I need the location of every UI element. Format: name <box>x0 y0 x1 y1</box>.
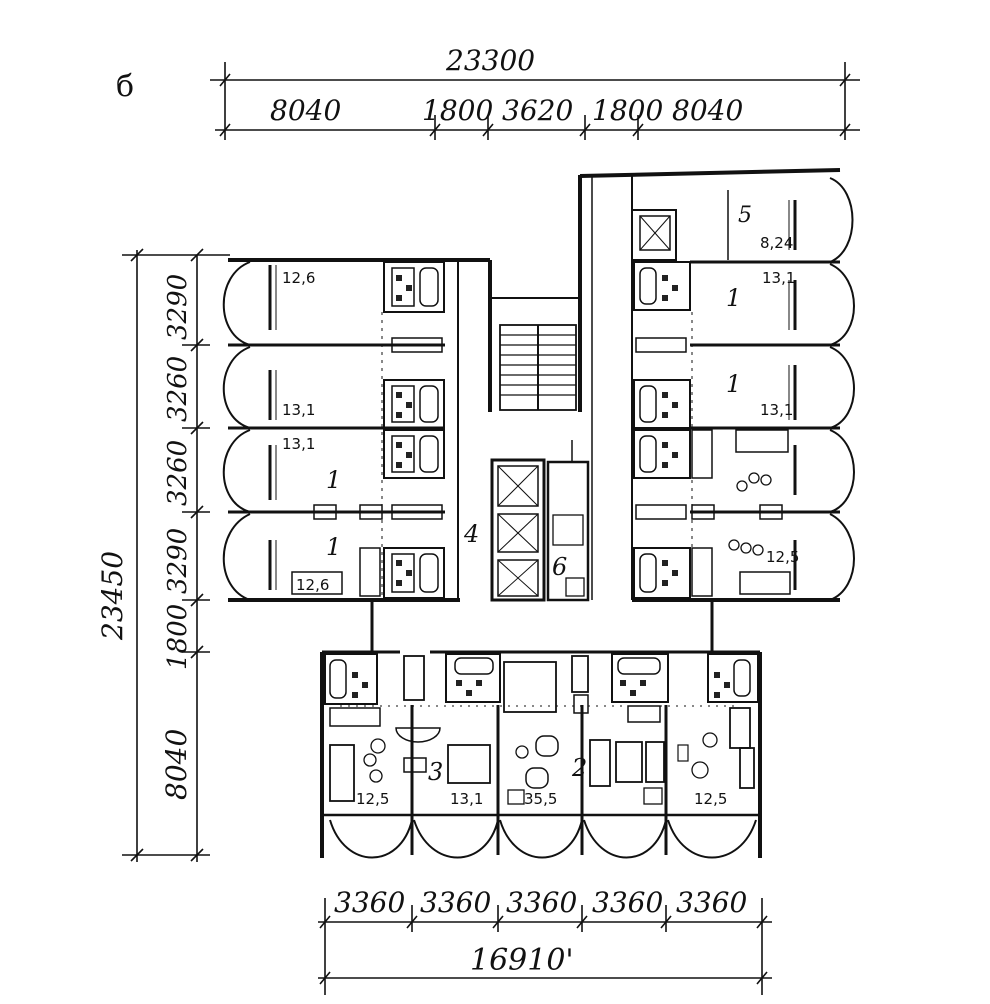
area-top-right: 8,24 <box>760 234 793 252</box>
left-wing <box>222 258 490 602</box>
dim-bottom-3: 3360 <box>506 886 577 919</box>
area-bot-1: 12,5 <box>356 790 389 808</box>
room-num-right-r2: 1 <box>726 370 741 398</box>
dim-left-total: 23450 <box>96 551 129 641</box>
area-left-r3: 13,1 <box>282 435 315 453</box>
area-left-r1: 12,6 <box>282 269 315 287</box>
bottom-dimension-chain <box>318 898 772 995</box>
room-num-right-r1: 1 <box>726 284 741 312</box>
dim-left-5: 1800 <box>163 604 193 670</box>
area-bot-5: 12,5 <box>694 790 727 808</box>
right-wing <box>579 168 855 602</box>
room-num-bottom-right: 2 <box>571 754 587 782</box>
dim-top-3: 3620 <box>502 94 573 127</box>
room-num-left-r3: 1 <box>326 466 341 494</box>
dim-bottom-4: 3360 <box>592 886 663 919</box>
dim-bottom-5: 3360 <box>676 886 747 919</box>
dim-top-5: 8040 <box>672 94 743 127</box>
dim-left-3: 3260 <box>163 440 193 506</box>
room-num-service: 6 <box>552 553 567 581</box>
sheet-letter: б <box>116 69 134 104</box>
connector-walls <box>370 600 714 652</box>
room-num-lobby: 4 <box>463 520 479 548</box>
area-right-r1: 13,1 <box>762 269 795 287</box>
lower-block <box>320 650 762 859</box>
area-left-r4: 12,6 <box>296 576 329 594</box>
dim-top-total: 23300 <box>445 44 535 77</box>
dim-bottom-total: 16910' <box>470 943 574 978</box>
room-num-bottom-mid: 3 <box>428 758 443 786</box>
area-bot-2: 13,1 <box>450 790 483 808</box>
dim-left-6: 8040 <box>160 729 193 800</box>
top-dimension-chain <box>210 62 860 140</box>
room-num-top-right: 5 <box>738 203 752 228</box>
dim-left-2: 3260 <box>163 356 193 422</box>
dim-bottom-1: 3360 <box>334 886 405 919</box>
area-left-r2: 13,1 <box>282 401 315 419</box>
right-bath-tiles <box>662 275 678 586</box>
lower-bath-tiles <box>352 672 730 698</box>
area-right-r2: 13,1 <box>760 401 793 419</box>
dim-top-4: 1800 <box>592 94 663 127</box>
dim-bottom-2: 3360 <box>420 886 491 919</box>
left-dimension-chain <box>122 248 230 862</box>
area-right-r4: 12,5 <box>766 548 799 566</box>
area-bot-3: 35,5 <box>524 790 557 808</box>
central-core <box>488 175 593 602</box>
left-bath-tiles <box>396 275 412 586</box>
dim-top-2: 1800 <box>422 94 493 127</box>
dim-left-4: 3290 <box>163 528 193 594</box>
dim-top-1: 8040 <box>270 94 341 127</box>
dim-left-1: 3290 <box>163 274 193 340</box>
room-num-left-r4: 1 <box>326 533 341 561</box>
